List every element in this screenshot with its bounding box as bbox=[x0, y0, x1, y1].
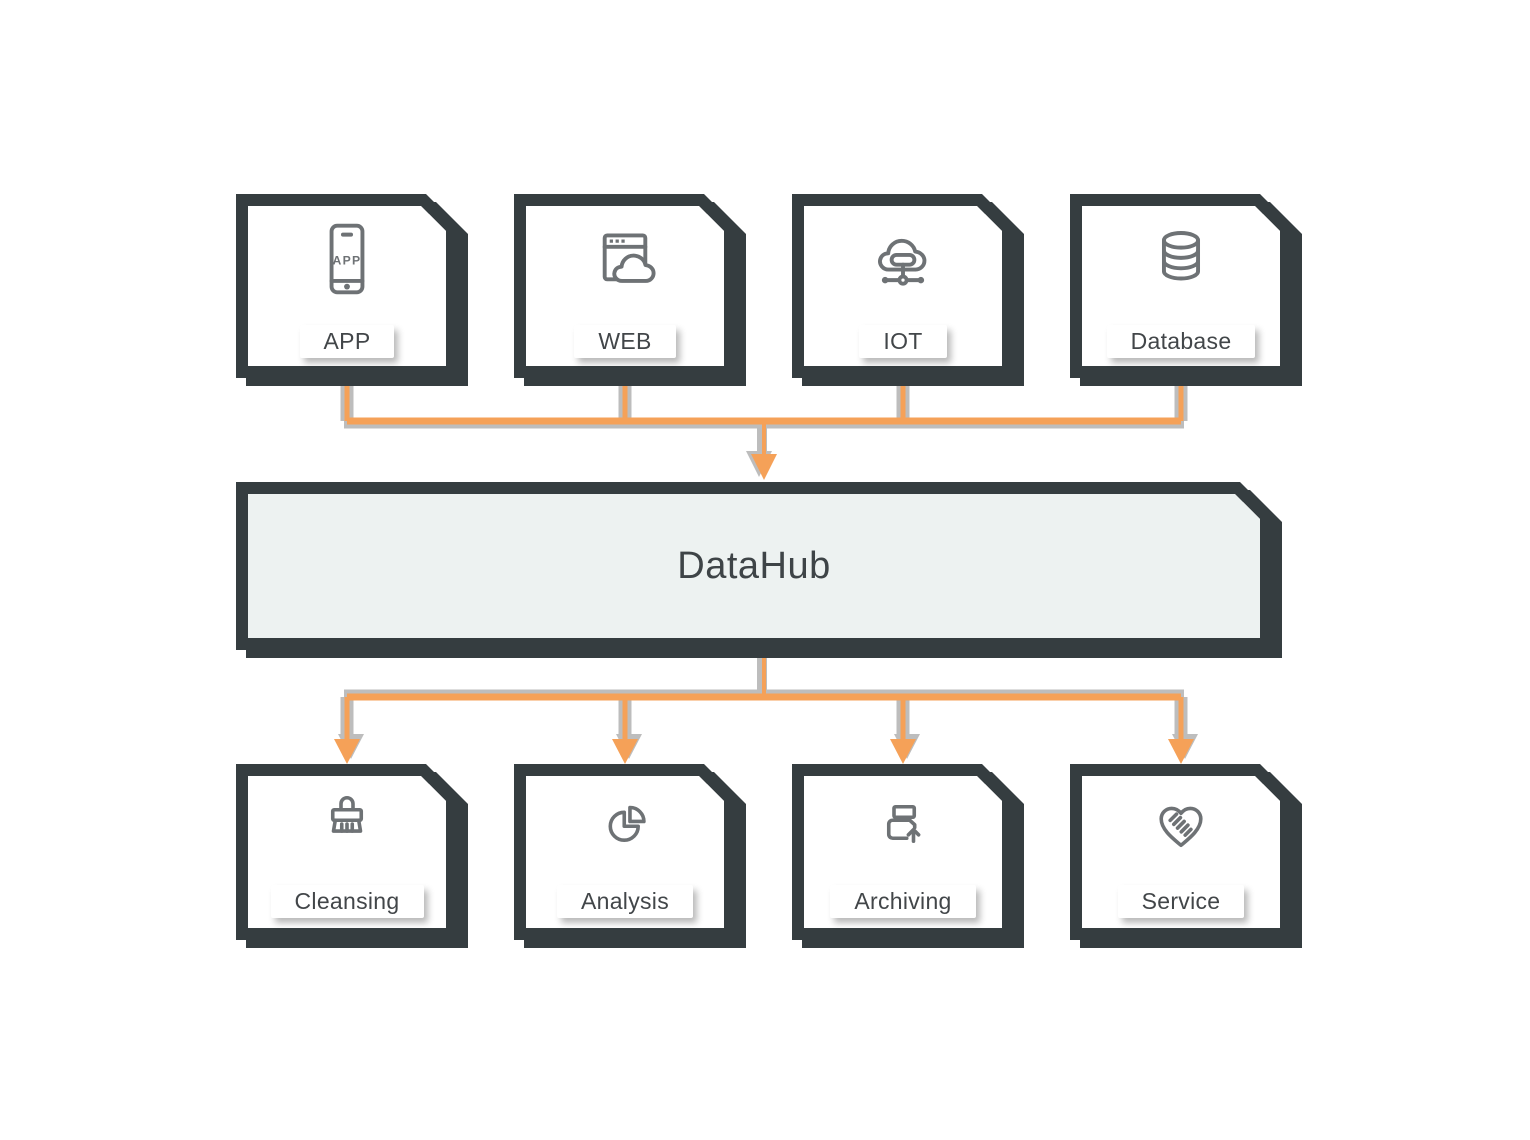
label-pill: Analysis bbox=[556, 885, 694, 918]
node-label: Archiving bbox=[854, 888, 952, 914]
process-node-service: Service bbox=[1070, 764, 1302, 948]
label-pill: Service bbox=[1117, 885, 1245, 918]
arrowhead-to-service bbox=[1168, 739, 1194, 764]
label-pill: APP bbox=[299, 325, 395, 358]
node-label: Database bbox=[1130, 328, 1232, 354]
archive-upload-icon bbox=[867, 788, 939, 860]
node-label: Cleansing bbox=[294, 888, 400, 914]
node-label: IOT bbox=[883, 328, 923, 354]
hub-frame bbox=[236, 482, 1282, 658]
smartphone-app-icon: APP bbox=[308, 220, 386, 298]
label-pill: WEB bbox=[574, 325, 676, 358]
top-connector-tree bbox=[340, 376, 1188, 480]
handshake-heart-icon bbox=[1145, 788, 1217, 860]
arrowhead-to-analysis bbox=[612, 739, 638, 764]
process-node-archiving: Archiving bbox=[792, 764, 1024, 948]
arrowhead-to-cleansing bbox=[334, 739, 360, 764]
hub-title: DataHub bbox=[677, 544, 831, 587]
arrowhead-to-archiving bbox=[890, 739, 916, 764]
database-icon bbox=[1142, 220, 1220, 298]
label-pill: Database bbox=[1106, 325, 1256, 358]
browser-cloud-icon bbox=[586, 220, 664, 298]
cloud-network-icon bbox=[864, 220, 942, 298]
source-node-web: WEB bbox=[514, 194, 746, 386]
node-label: APP bbox=[323, 328, 371, 354]
node-label: Analysis bbox=[580, 888, 670, 914]
process-node-cleansing: Cleansing bbox=[236, 764, 468, 948]
node-label: WEB bbox=[598, 328, 652, 354]
datahub-node: DataHub bbox=[236, 482, 1282, 658]
process-node-analysis: Analysis bbox=[514, 764, 746, 948]
phone-screen-text: APP bbox=[333, 254, 362, 268]
brush-icon bbox=[311, 788, 383, 860]
label-pill: Archiving bbox=[830, 885, 976, 918]
arrowhead-into-hub bbox=[751, 454, 777, 480]
label-pill: IOT bbox=[859, 325, 947, 358]
label-pill: Cleansing bbox=[270, 885, 424, 918]
bottom-connector-tree bbox=[334, 650, 1198, 764]
node-frame bbox=[792, 194, 1024, 386]
source-node-app: APP APP bbox=[236, 194, 468, 386]
source-node-database: Database bbox=[1070, 194, 1302, 386]
source-node-iot: IOT bbox=[792, 194, 1024, 386]
pie-chart-icon bbox=[589, 788, 661, 860]
node-label: Service bbox=[1141, 888, 1221, 914]
